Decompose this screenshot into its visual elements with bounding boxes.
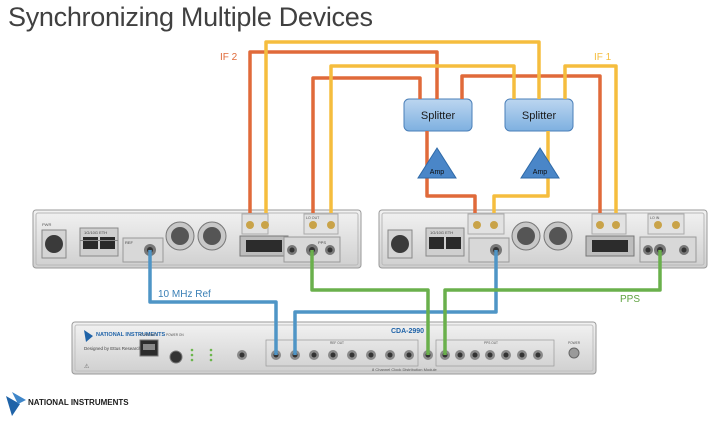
splitter-right: Splitter (504, 98, 574, 132)
pps-label: PPS (620, 294, 640, 305)
ref-cables (148, 250, 498, 355)
pps-port-label-left: PPS (318, 240, 326, 245)
ref-in-port (237, 350, 247, 360)
power-connector-right (387, 229, 413, 259)
eth-ports-right: 1G/10G ETH (425, 227, 465, 257)
cda-2990-module: NATIONAL INSTRUMENTS Designed by Ettus R… (71, 321, 597, 375)
pps-out-label: PPS OUT (484, 341, 498, 345)
ethernet-port: ETHERNET (139, 333, 159, 357)
splitter-left-label: Splitter (421, 110, 456, 122)
ni-logo-text: NATIONAL INSTRUMENTS (28, 398, 129, 407)
device-right: 1G/10G ETH PCIe x4 (378, 209, 708, 269)
if1-label: IF 1 (594, 52, 612, 63)
ref-label: 10 MHz Ref (158, 289, 211, 300)
lo-out-label-left: LO OUT (306, 216, 320, 220)
ref-out-ports: REF OUT (265, 339, 419, 367)
fan-vents-left (165, 221, 227, 251)
pps-cables (310, 250, 662, 355)
device-left: PWR 1G/10G ETH PCIe x4 REF (32, 209, 362, 269)
power-label: POWER (568, 341, 581, 345)
eth-label-right: 1G/10G ETH (430, 230, 453, 235)
power-on-label: POWER ON (166, 333, 184, 337)
rf-ports-left: LO OUT (241, 213, 339, 235)
status-leds (190, 348, 213, 362)
cda-designed-by: Designed by Ettus Research (84, 346, 142, 351)
if2-cables (248, 50, 602, 213)
page-title: Synchronizing Multiple Devices (8, 2, 373, 32)
eth-ports-left: 1G/10G ETH (79, 227, 119, 257)
ethernet-label: ETHERNET (140, 333, 157, 337)
rf-ports-right: LO IN (467, 213, 685, 235)
if2-label: IF 2 (220, 52, 238, 63)
amp-left: Amp (417, 147, 457, 179)
pwr-label: PWR (42, 222, 51, 227)
ref-out-label: REF OUT (330, 341, 344, 345)
amp-left-label: Amp (430, 169, 445, 176)
ref-pps-panel-left: REF (122, 237, 164, 263)
fan-vents-right (511, 221, 573, 251)
eth-label-left: 1G/10G ETH (84, 230, 107, 235)
cda-model-label: CDA-2990 (391, 328, 424, 335)
splitter-left: Splitter (403, 98, 473, 132)
power-switch: POWER (568, 341, 581, 359)
sync-panel-right (639, 236, 697, 263)
ref-port-label-left: REF (125, 240, 134, 245)
amp-right: Amp (520, 147, 560, 179)
splitter-right-label: Splitter (522, 110, 557, 122)
ni-badge-small: NATIONAL INSTRUMENTS (84, 330, 165, 342)
warning-icon: ⚠ (84, 363, 90, 370)
power-on-knob: POWER ON (166, 333, 184, 364)
amp-right-label: Amp (533, 169, 548, 176)
ref-pps-panel-right (468, 237, 510, 263)
cda-module-label: 8 Channel Clock Distribution Module (372, 367, 437, 372)
ni-logo: NATIONAL INSTRUMENTS (6, 392, 129, 416)
cda-brand: NATIONAL INSTRUMENTS (96, 332, 165, 338)
lo-in-label-right: LO IN (650, 216, 660, 220)
power-connector: PWR (41, 222, 67, 259)
